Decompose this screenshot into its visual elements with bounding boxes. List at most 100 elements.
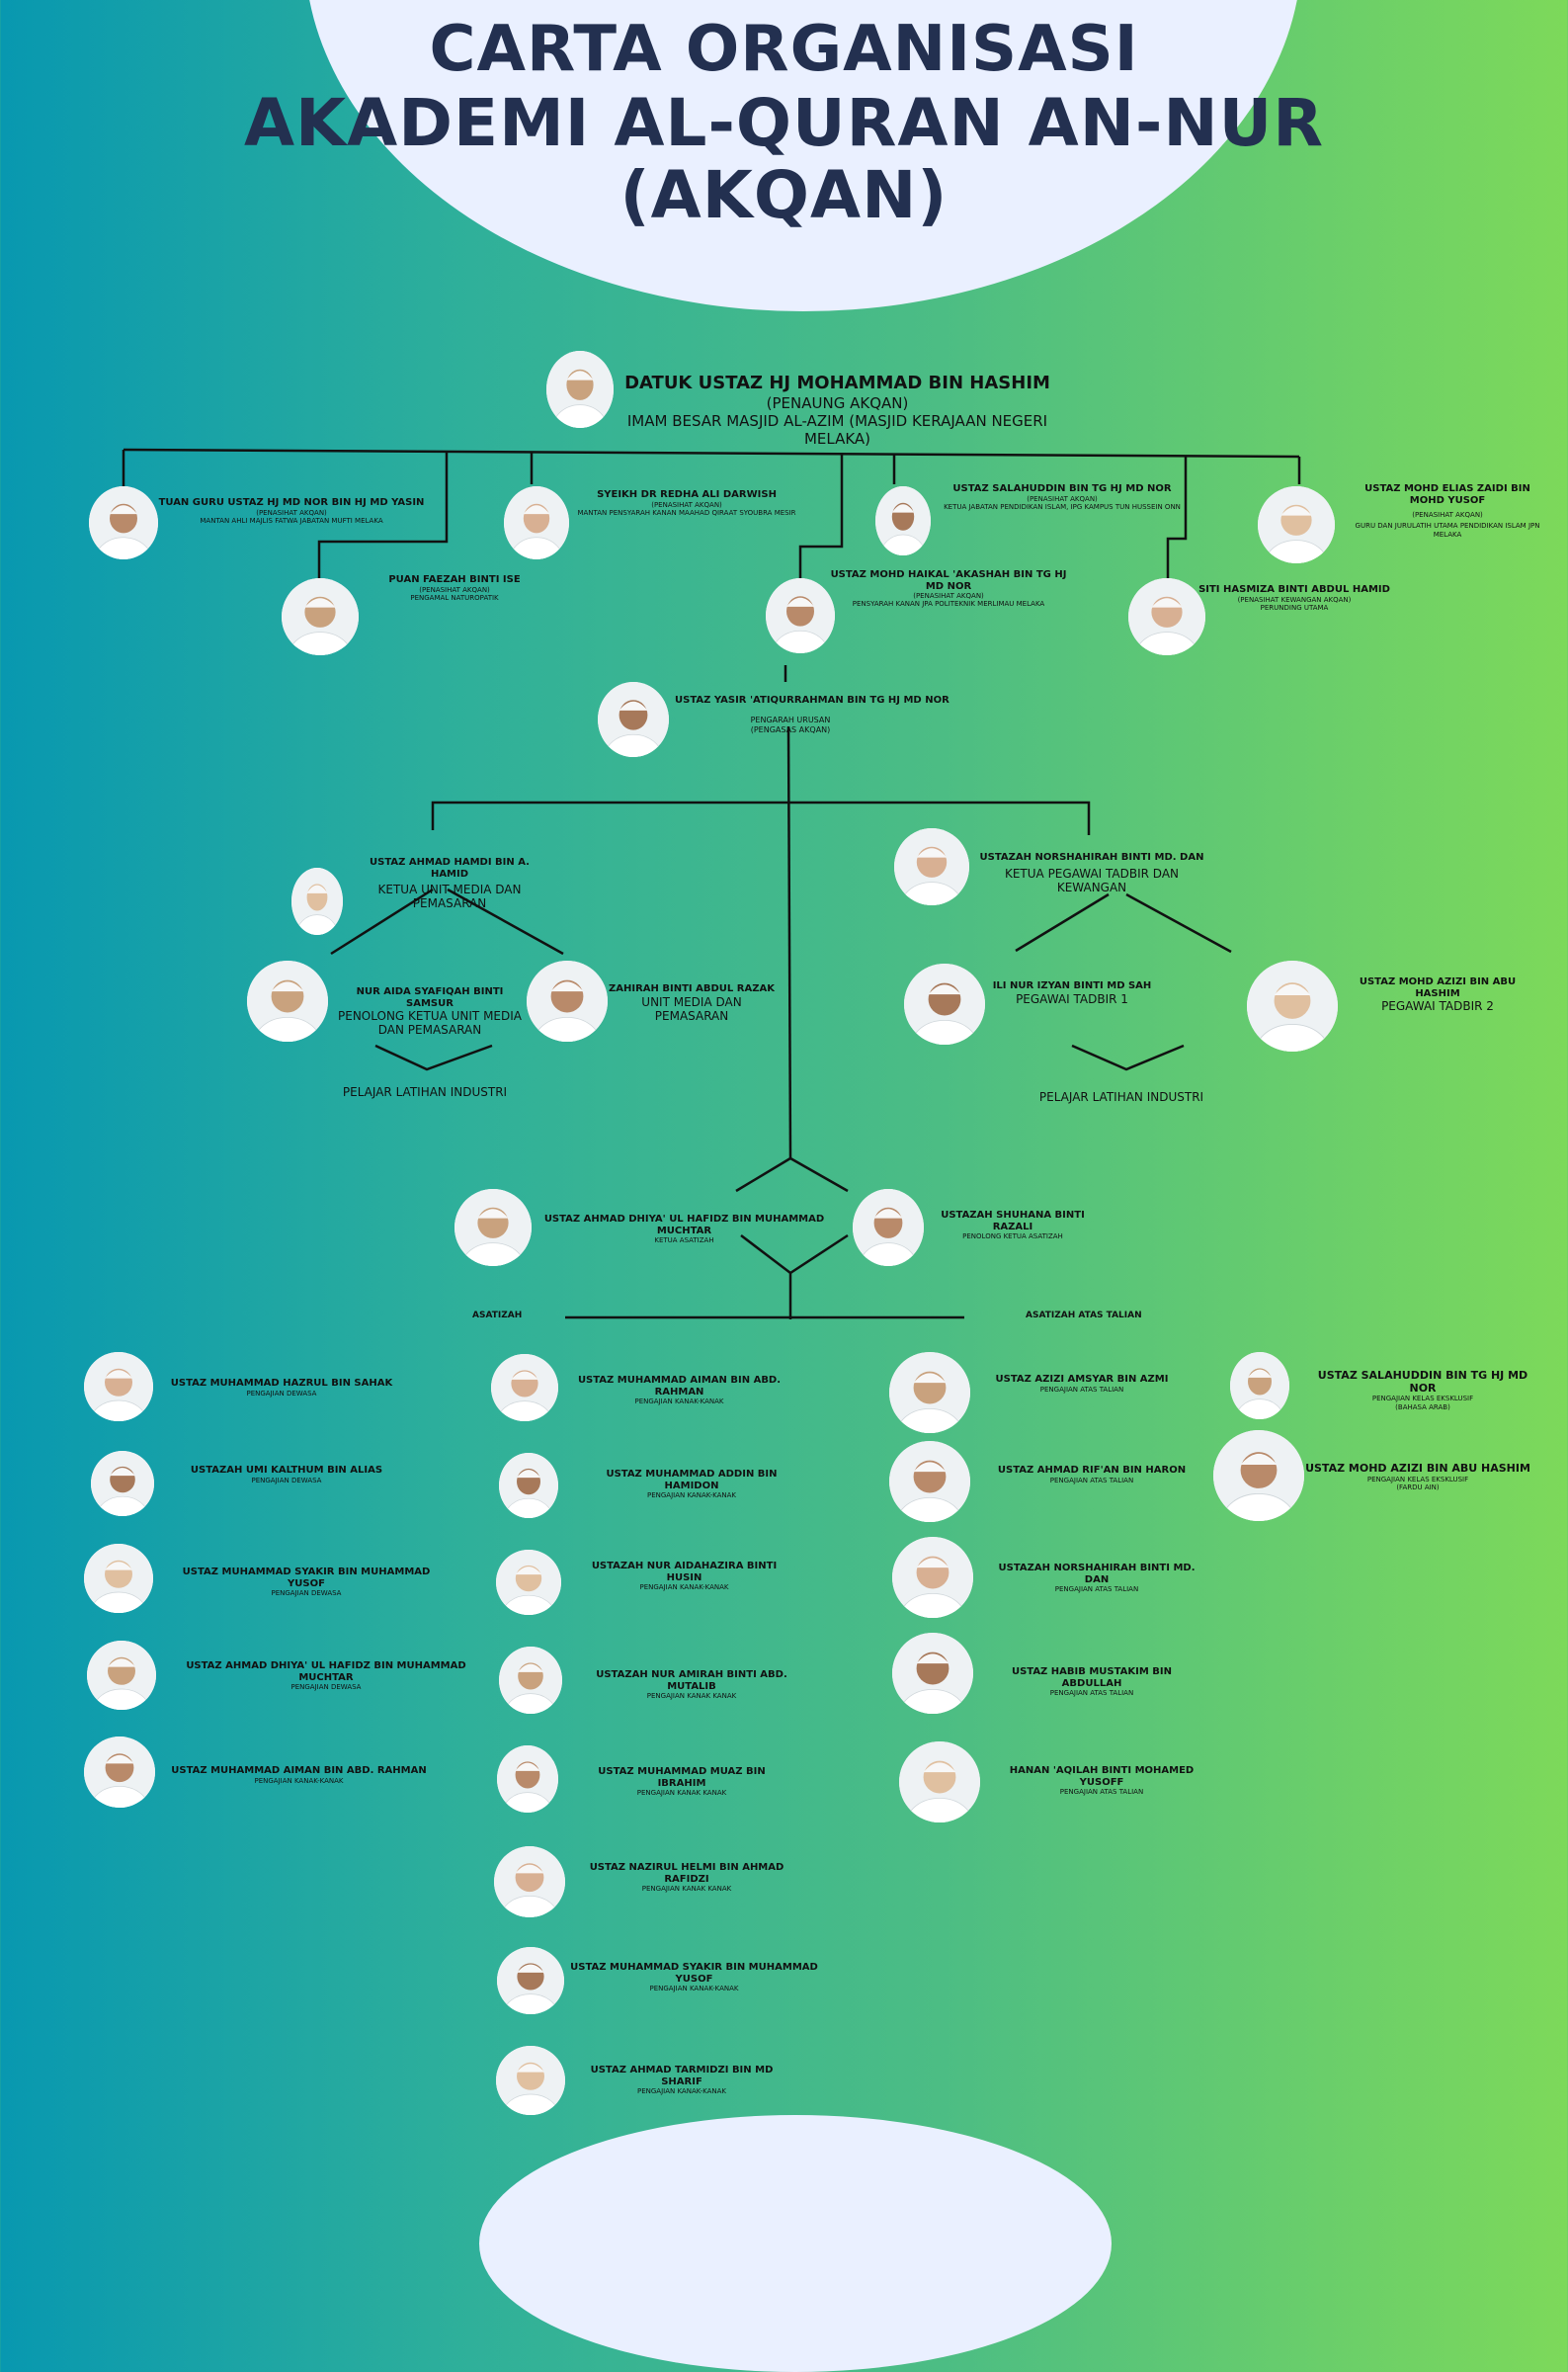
teacher-avatar: [499, 1647, 562, 1714]
person-silhouette-icon: [497, 1947, 564, 2014]
teacher-avatar: [892, 1537, 973, 1618]
media-staff-label: ZAHIRAH BINTI ABDUL RAZAK UNIT MEDIA DAN…: [608, 983, 776, 1023]
teacher-label: USTAZAH NORSHAHIRAH BINTI MD. DAN PENGAJ…: [988, 1563, 1205, 1593]
teacher-desc: (FARDU AIN): [1396, 1483, 1440, 1492]
advisor-role: (PENASIHAT AKQAN): [913, 592, 984, 600]
teacher-avatar: [889, 1441, 970, 1522]
teacher-label: USTAZ AHMAD TARMIDZI BIN MD SHARIF PENGA…: [578, 2065, 785, 2095]
teacher-avatar: [1213, 1430, 1304, 1521]
teacher-label: USTAZAH NUR AIDAHAZIRA BINTI HUSIN PENGA…: [578, 1561, 790, 1591]
person-silhouette-icon: [899, 1741, 980, 1822]
section-online: ASATIZAH ATAS TALIAN: [1026, 1311, 1142, 1320]
person-silhouette-icon: [91, 1451, 154, 1516]
teacher-avatar: [87, 1641, 156, 1710]
teacher-head-label: USTAZAH SHUHANA BINTI RAZALI PENOLONG KE…: [929, 1210, 1097, 1240]
teacher-label: USTAZ NAZIRUL HELMI BIN AHMAD RAFIDZI PE…: [583, 1862, 790, 1893]
teacher-role: PENGAJIAN ATAS TALIAN: [1059, 1788, 1144, 1796]
person-silhouette-icon: [889, 1352, 970, 1433]
patron-avatar: [546, 351, 614, 428]
advisor-avatar: [504, 486, 569, 559]
person-silhouette-icon: [875, 486, 931, 555]
admin-staff-role: PEGAWAI TADBIR 2: [1381, 999, 1494, 1013]
teacher-name: USTAZ NAZIRUL HELMI BIN AHMAD RAFIDZI: [589, 1862, 784, 1885]
teacher-avatar: [499, 1453, 558, 1518]
person-silhouette-icon: [904, 964, 985, 1045]
teacher-head-role: PENOLONG KETUA ASATIZAH: [962, 1232, 1063, 1240]
media-head-label: USTAZ AHMAD HAMDI BIN A. HAMID KETUA UNI…: [356, 857, 543, 911]
teacher-name: USTAZ MUHAMMAD SYAKIR BIN MUHAMMAD YUSOF: [570, 1962, 818, 1985]
advisor-role: (PENASIHAT AKQAN): [419, 585, 490, 594]
teacher-role: PENGAJIAN KANAK-KANAK: [634, 1398, 724, 1405]
media-staff-label: NUR AIDA SYAFIQAH BINTI SAMSUR PENOLONG …: [331, 986, 529, 1038]
teacher-avatar: [496, 1550, 561, 1615]
teacher-name: USTAZAH NUR AIDAHAZIRA BINTI HUSIN: [591, 1561, 778, 1583]
person-silhouette-icon: [598, 682, 669, 757]
person-silhouette-icon: [892, 1633, 973, 1714]
person-silhouette-icon: [1258, 486, 1335, 563]
admin-staff-label: USTAZ MOHD AZIZI BIN ABU HASHIM PEGAWAI …: [1339, 976, 1536, 1013]
director-label: USTAZ YASIR 'ATIQURRAHMAN BIN TG HJ MD N…: [675, 695, 991, 707]
teacher-head-name: USTAZAH SHUHANA BINTI RAZALI: [941, 1210, 1085, 1232]
teacher-label: HANAN 'AQILAH BINTI MOHAMED YUSOFF PENGA…: [998, 1765, 1205, 1796]
teacher-label: USTAZ AHMAD DHIYA' UL HAFIDZ BIN MUHAMMA…: [168, 1660, 484, 1691]
person-silhouette-icon: [527, 961, 608, 1042]
advisor-name: USTAZ MOHD HAIKAL 'AKASHAH BIN TG HJ MD …: [830, 569, 1067, 592]
teacher-label: USTAZ MUHAMMAD AIMAN BIN ABD. RAHMAN PEN…: [168, 1765, 430, 1785]
media-head-role: KETUA UNIT MEDIA DAN PEMASARAN: [377, 883, 522, 911]
admin-intern-label: PELAJAR LATIHAN INDUSTRI: [1013, 1090, 1230, 1104]
advisor-label: USTAZ MOHD HAIKAL 'AKASHAH BIN TG HJ MD …: [830, 569, 1067, 609]
teacher-role: PENGAJIAN ATAS TALIAN: [1049, 1689, 1134, 1697]
advisor-desc: PENSYARAH KANAN JPA POLITEKNIK MERLIMAU …: [852, 600, 1045, 609]
person-silhouette-icon: [496, 2046, 565, 2115]
admin-head-role: KETUA PEGAWAI TADBIR DAN KEWANGAN: [1004, 866, 1179, 894]
teacher-avatar: [1230, 1352, 1289, 1419]
advisor-avatar: [89, 486, 158, 559]
advisor-label: SYEIKH DR REDHA ALI DARWISH (PENASIHAT A…: [553, 489, 820, 517]
teacher-avatar: [491, 1354, 558, 1421]
advisor-name: PUAN FAEZAH BINTI ISE: [388, 574, 521, 585]
teacher-role: PENGAJIAN KANAK KANAK: [646, 1692, 737, 1700]
admin-head-label: USTAZAH NORSHAHIRAH BINTI MD. DAN KETUA …: [973, 852, 1210, 894]
director-role: PENGARAH URUSAN: [750, 716, 831, 724]
teacher-role: PENGAJIAN DEWASA: [290, 1683, 362, 1691]
teacher-head-avatar: [853, 1189, 924, 1266]
media-intern-label: PELAJAR LATIHAN INDUSTRI: [316, 1085, 534, 1099]
patron-desc: IMAM BESAR MASJID AL-AZIM (MASJID KERAJA…: [626, 411, 1048, 448]
advisor-avatar: [766, 578, 835, 653]
advisor-avatar: [875, 486, 931, 555]
director-name: USTAZ YASIR 'ATIQURRAHMAN BIN TG HJ MD N…: [675, 695, 949, 706]
title-line-1: CARTA ORGANISASI: [429, 13, 1139, 86]
advisor-role: (PENASIHAT AKQAN): [256, 508, 327, 517]
person-silhouette-icon: [504, 486, 569, 559]
teacher-role: PENGAJIAN KELAS EKSKLUSIF: [1366, 1475, 1469, 1483]
advisor-desc: PENGAMAL NATUROPATIK: [410, 593, 499, 602]
teacher-head-label: USTAZ AHMAD DHIYA' UL HAFIDZ BIN MUHAMMA…: [538, 1214, 830, 1244]
teacher-role: PENGAJIAN KANAK-KANAK: [254, 1776, 344, 1785]
teacher-label: USTAZ MUHAMMAD SYAKIR BIN MUHAMMAD YUSOF…: [163, 1567, 450, 1597]
person-silhouette-icon: [497, 1745, 558, 1813]
teacher-name: USTAZAH NUR AMIRAH BINTI ABD. MUTALIB: [596, 1669, 787, 1692]
media-staff-name: ZAHIRAH BINTI ABDUL RAZAK: [609, 983, 775, 994]
teacher-label: USTAZ MUHAMMAD MUAZ BIN IBRAHIM PENGAJIA…: [583, 1766, 781, 1797]
teacher-avatar: [84, 1352, 153, 1421]
person-silhouette-icon: [84, 1544, 153, 1613]
advisor-name: USTAZ MOHD ELIAS ZAIDI BIN MOHD YUSOF: [1364, 483, 1530, 506]
person-silhouette-icon: [546, 351, 614, 428]
patron-label: DATUK USTAZ HJ MOHAMMAD BIN HASHIM (PENA…: [593, 373, 1082, 448]
teacher-name: USTAZ MOHD AZIZI BIN ABU HASHIM: [1305, 1462, 1530, 1475]
teacher-label: USTAZ MUHAMMAD ADDIN BIN HAMIDON PENGAJI…: [583, 1469, 800, 1499]
advisor-role: (PENASIHAT AKQAN): [1027, 494, 1098, 503]
teacher-name: HANAN 'AQILAH BINTI MOHAMED YUSOFF: [1009, 1765, 1195, 1788]
teacher-label: USTAZAH NUR AMIRAH BINTI ABD. MUTALIB PE…: [578, 1669, 805, 1700]
admin-staff-avatar: [1247, 961, 1338, 1052]
teacher-avatar: [497, 1745, 558, 1813]
media-staff-name: NUR AIDA SYAFIQAH BINTI SAMSUR: [356, 986, 504, 1009]
teacher-role: PENGAJIAN KANAK KANAK: [636, 1789, 727, 1797]
advisor-desc: KETUA JABATAN PENDIDIKAN ISLAM, IPG KAMP…: [944, 502, 1181, 511]
advisor-role: (PENASIHAT AKQAN): [651, 500, 722, 509]
person-silhouette-icon: [853, 1189, 924, 1266]
admin-head-name: USTAZAH NORSHAHIRAH BINTI MD. DAN: [979, 852, 1204, 863]
teacher-avatar: [494, 1846, 565, 1917]
teacher-name: USTAZ AHMAD TARMIDZI BIN MD SHARIF: [590, 2065, 774, 2087]
teacher-role: PENGAJIAN KELAS EKSKLUSIF: [1371, 1395, 1474, 1403]
